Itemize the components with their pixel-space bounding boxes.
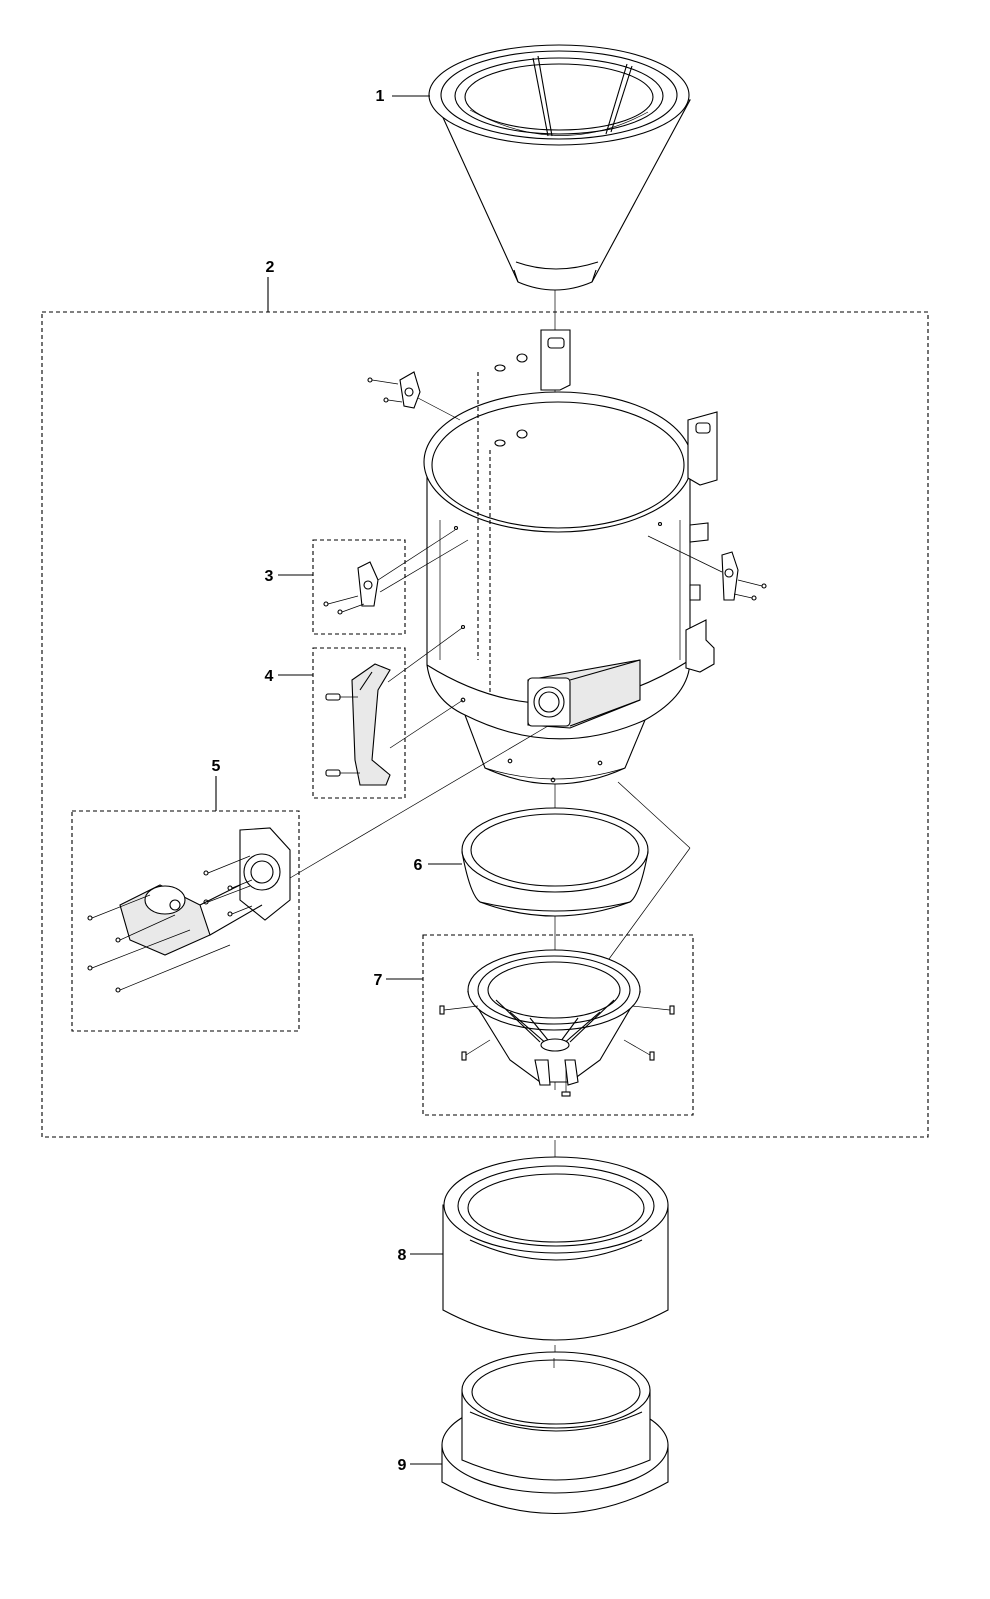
part-7-leader-top [617,781,691,849]
part-label-1: 1 [376,88,385,105]
part-2-housing [367,329,767,785]
part-label-6: 6 [414,857,423,874]
part-5-valve-assembly [87,725,549,993]
callout-leaders [215,95,462,1465]
part-label-2: 2 [266,259,275,276]
part-label-4: 4 [265,668,274,685]
part-7-impeller [439,949,675,1097]
subassembly-4-boundary [312,647,406,799]
part-3-latch-kit [323,525,469,615]
part-label-8: 8 [398,1247,407,1264]
subassembly-5-boundary [71,810,300,1032]
part-label-3: 3 [265,568,274,585]
part-6-gasket-cone [461,807,649,917]
assembly-2-boundary [41,311,929,1138]
subassembly-7-boundary [422,934,694,1116]
part-label-5: 5 [212,758,221,775]
subassembly-3-boundary [312,539,406,635]
part-4-handle [325,624,466,786]
part-8-ring-housing [442,1156,669,1341]
part-9-base-ring [441,1351,669,1515]
part-1-cone-filter [428,44,691,291]
part-label-7: 7 [374,972,383,989]
part-label-9: 9 [398,1457,407,1474]
